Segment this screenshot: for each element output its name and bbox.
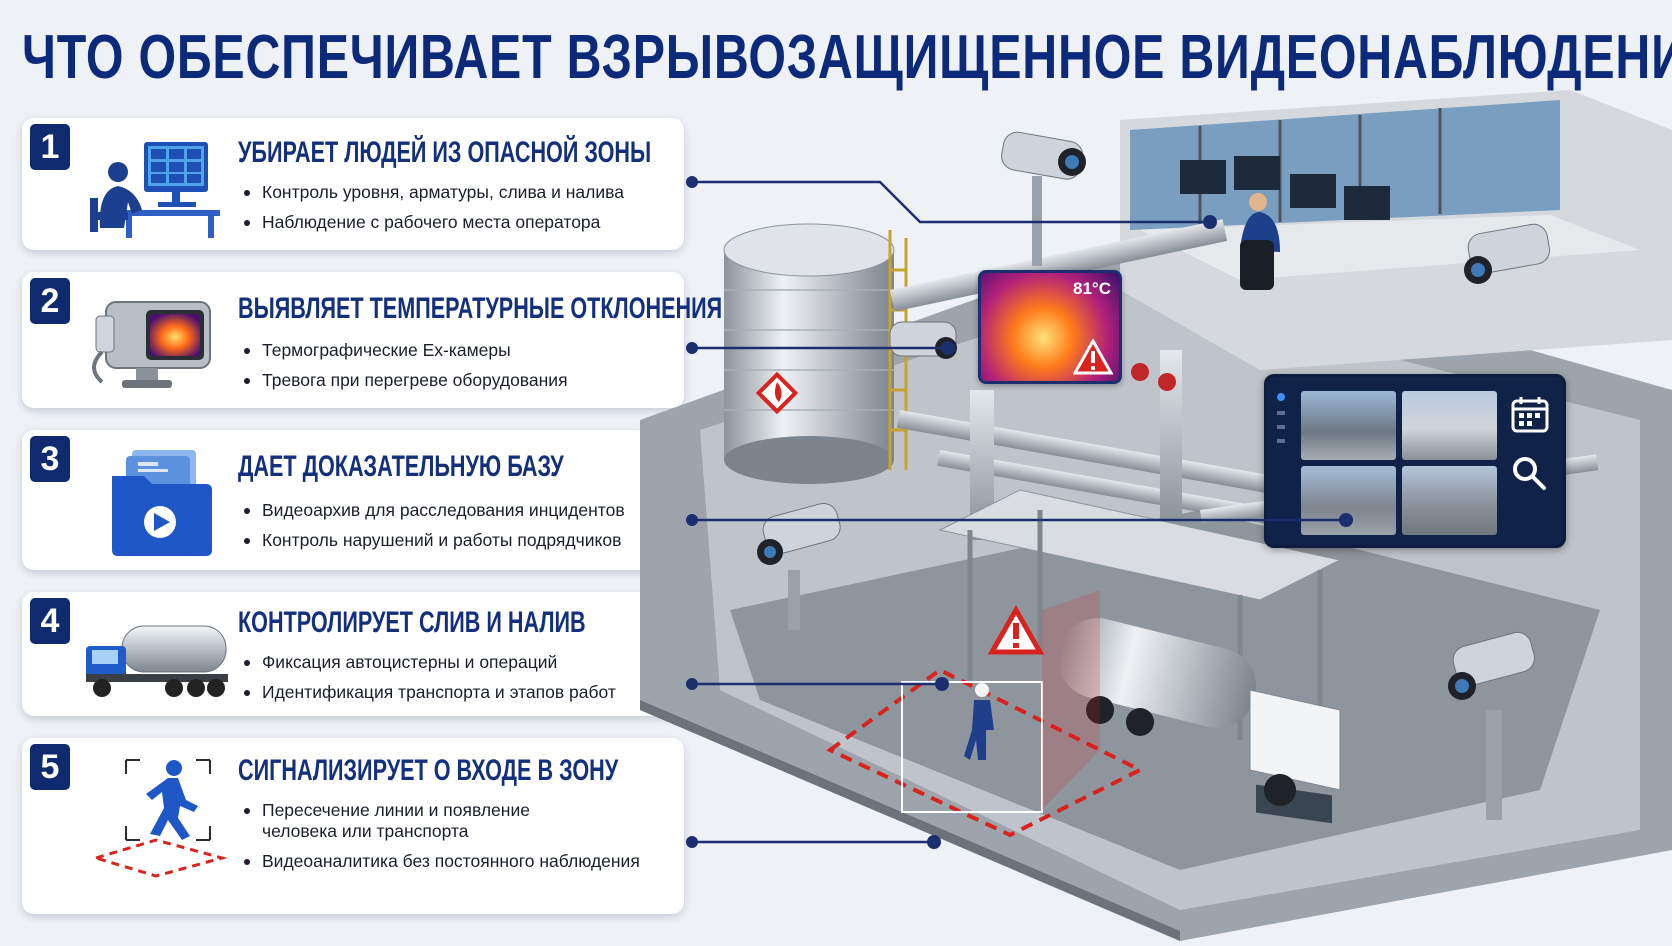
camera-feed[interactable] (1301, 391, 1396, 460)
ex-camera-icon (1448, 631, 1535, 820)
video-archive-folder-icon (82, 440, 232, 565)
bullet-item: Пересечение линии и появление человека и… (238, 800, 562, 842)
bullet-item: Термографические Ex-камеры (238, 340, 568, 361)
card-heading: УБИРАЕТ ЛЮДЕЙ ИЗ ОПАСНОЙ ЗОНЫ (238, 136, 652, 169)
operator-workstation-icon (82, 128, 232, 245)
bullet-list: Термографические Ex-камеры Тревога при п… (238, 340, 568, 400)
ex-camera-icon (757, 502, 841, 630)
card-heading: ВЫЯВЛЯЕТ ТЕМПЕРАТУРНЫЕ ОТКЛОНЕНИЯ (238, 292, 723, 325)
bullet-list: Фиксация автоцистерны и операций Идентиф… (238, 652, 616, 712)
camera-feed[interactable] (1402, 391, 1497, 460)
feature-card-4: 4 КОНТРОЛИРУЕТ СЛИВ И НАЛИВ Фиксация авт… (22, 592, 684, 716)
bullet-item: Видеоархив для расследования инцидентов (238, 500, 625, 521)
ex-camera-icon (1464, 223, 1551, 284)
warning-triangle-icon (1073, 339, 1113, 375)
bullet-list: Видеоархив для расследования инцидентов … (238, 500, 625, 560)
step-number: 1 (30, 124, 70, 170)
page-title: ЧТО ОБЕСПЕЧИВАЕТ ВЗРЫВОЗАЩИЩЕННОЕ ВИДЕОН… (22, 23, 1672, 92)
bullet-item: Тревога при перегреве оборудования (238, 370, 568, 391)
industrial-scene: 81°C (640, 90, 1672, 941)
step-number: 2 (30, 278, 70, 324)
ex-camera-icon (889, 321, 957, 359)
warning-triangle-icon (987, 604, 1045, 655)
sidebar-dots (1277, 393, 1291, 443)
feature-card-5: 5 СИГНАЛИЗИРУЕТ О ВХОДЕ В ЗОНУ Пересечен… (22, 738, 684, 914)
feature-card-3: 3 ДАЕТ ДОКАЗАТЕЛЬНУЮ БАЗУ Видеоархив для… (22, 430, 684, 570)
storage-tank (723, 223, 908, 484)
bullet-item: Фиксация автоцистерны и операций (238, 652, 616, 673)
control-room (1120, 90, 1672, 370)
camera-feed[interactable] (1301, 466, 1396, 535)
loading-rack (938, 489, 1342, 740)
scene-tanker-truck (1058, 618, 1341, 824)
bullet-item: Контроль нарушений и работы подрядчиков (238, 530, 625, 551)
feature-card-1: 1 УБИРАЕТ ЛЮДЕЙ ИЗ ОПАСНОЙ ЗОНЫ Контроль… (22, 118, 684, 250)
thermal-camera-icon (82, 282, 232, 403)
video-monitor-popup (1264, 374, 1566, 548)
bullet-item: Видеоаналитика без постоянного наблюдени… (238, 851, 658, 872)
zone-intrusion-icon (82, 748, 232, 883)
temperature-readout: 81°C (1073, 279, 1111, 298)
ex-camera-icon (1001, 131, 1086, 266)
bullet-item: Контроль уровня, арматуры, слива и налив… (238, 182, 624, 203)
camera-grid (1301, 391, 1497, 535)
card-heading: КОНТРОЛИРУЕТ СЛИВ И НАЛИВ (238, 606, 586, 639)
step-number: 5 (30, 744, 70, 790)
card-heading: ДАЕТ ДОКАЗАТЕЛЬНУЮ БАЗУ (238, 450, 564, 483)
search-icon[interactable] (1511, 455, 1547, 491)
step-number: 3 (30, 436, 70, 482)
bullet-item: Идентификация транспорта и этапов работ (238, 682, 616, 703)
card-heading: СИГНАЛИЗИРУЕТ О ВХОДЕ В ЗОНУ (238, 754, 619, 787)
intrusion-zone (826, 590, 1145, 838)
feature-card-2: 2 ВЫЯВЛЯЕТ ТЕМПЕРАТУРНЫЕ ОТКЛОНЕНИЯ Терм… (22, 272, 722, 408)
tanker-truck-icon (82, 602, 232, 711)
calendar-icon[interactable] (1511, 395, 1549, 433)
bullet-list: Пересечение линии и появление человека и… (238, 800, 658, 881)
bullet-list: Контроль уровня, арматуры, слива и налив… (238, 182, 624, 242)
thermal-popup: 81°C (978, 270, 1122, 384)
step-number: 4 (30, 598, 70, 644)
bullet-item: Наблюдение с рабочего места оператора (238, 212, 624, 233)
camera-feed[interactable] (1402, 466, 1497, 535)
flammable-diamond-icon (755, 371, 799, 415)
